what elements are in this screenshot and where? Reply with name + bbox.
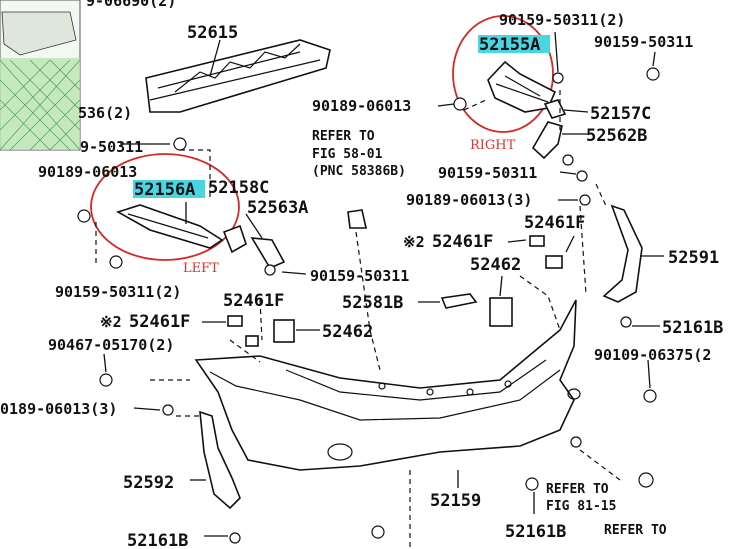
part-highlight-52156A bbox=[133, 180, 205, 198]
thumbnail-inset[interactable] bbox=[0, 0, 81, 151]
part-label-52615[interactable]: 52615 bbox=[187, 23, 238, 43]
pad-52462-left[interactable] bbox=[273, 319, 295, 343]
ref-label-fig-58-01[interactable]: FIG 58-01 bbox=[312, 147, 383, 162]
part-label-52158C[interactable]: 52158C bbox=[208, 178, 269, 198]
part-label-90159-50311-mid2[interactable]: 90159-50311 bbox=[310, 267, 409, 285]
bracket-58386B[interactable] bbox=[347, 209, 367, 229]
part-label-90189-06013-left[interactable]: 90189-06013 bbox=[38, 163, 137, 181]
part-label-0189-06013-3[interactable]: 0189-06013(3) bbox=[0, 400, 117, 418]
part-label-52563A[interactable]: 52563A bbox=[247, 198, 308, 218]
left-highlight-ring bbox=[90, 153, 240, 261]
part-label-52156A[interactable]: 52156A bbox=[134, 180, 195, 200]
side-label-left: LEFT bbox=[183, 261, 219, 276]
fasteners bbox=[77, 67, 660, 544]
part-label-90159-50311-topright[interactable]: 90159-50311 bbox=[594, 33, 693, 51]
part-label-90189-06013-3-top[interactable]: 90189-06013(3) bbox=[406, 191, 532, 209]
pad-52461F-left[interactable] bbox=[227, 315, 243, 327]
part-label-52462-right[interactable]: 52462 bbox=[470, 255, 521, 275]
part-highlight-52155A bbox=[478, 35, 550, 53]
part-label-52461F-left[interactable]: 52461F bbox=[223, 291, 284, 311]
part-label-52461F-mark2[interactable]: 52461F bbox=[432, 232, 493, 252]
right-highlight-ring bbox=[452, 15, 554, 133]
part-label-536-2[interactable]: 536(2) bbox=[78, 104, 132, 122]
clip-52157C-part[interactable] bbox=[543, 99, 567, 119]
part-label-52155A[interactable]: 52155A bbox=[479, 35, 540, 55]
part-label-52591[interactable]: 52591 bbox=[668, 248, 719, 268]
energy-absorber-part[interactable] bbox=[145, 39, 331, 113]
part-label-9-50311-left[interactable]: 9-50311 bbox=[80, 138, 143, 156]
clip-52158C-part[interactable] bbox=[222, 224, 247, 254]
pad-52462-right[interactable] bbox=[489, 297, 513, 327]
part-label-52562B[interactable]: 52562B bbox=[586, 126, 647, 146]
leader-lines bbox=[103, 31, 664, 537]
pad-52461F-left2[interactable] bbox=[245, 335, 259, 347]
side-retainer-left-part[interactable] bbox=[199, 410, 241, 510]
part-label-52161B-bottom[interactable]: 52161B bbox=[505, 522, 566, 542]
part-label-52461F-right[interactable]: 52461F bbox=[524, 213, 585, 233]
note-mark-1: ※2 bbox=[403, 233, 425, 251]
part-label-52159[interactable]: 52159 bbox=[430, 491, 481, 511]
dashed-guides bbox=[95, 90, 621, 549]
part-label-90159-50311-2-top[interactable]: 90159-50311(2) bbox=[499, 11, 625, 29]
part-label-52161B-right[interactable]: 52161B bbox=[662, 318, 723, 338]
pad-52461F-mid[interactable] bbox=[529, 235, 545, 247]
reflector-52581B[interactable] bbox=[440, 293, 478, 309]
part-label-90159-50311-mid[interactable]: 90159-50311 bbox=[438, 164, 537, 182]
pad-52461F-right[interactable] bbox=[545, 255, 563, 269]
ref-label-fig-81-15[interactable]: FIG 81-15 bbox=[546, 499, 616, 514]
ref-label-refer-to-1[interactable]: REFER TO bbox=[312, 129, 375, 144]
right-bracket-part[interactable] bbox=[487, 60, 557, 113]
bumper-cover-part[interactable] bbox=[194, 299, 581, 471]
note-mark-2: ※2 bbox=[100, 313, 122, 331]
part-label-90189-06013-top[interactable]: 90189-06013 bbox=[312, 97, 411, 115]
ref-label-refer-to-2[interactable]: REFER TO bbox=[546, 482, 609, 497]
part-label-52462-left[interactable]: 52462 bbox=[322, 322, 373, 342]
ref-label-pnc-58386B[interactable]: (PNC 58386B) bbox=[312, 164, 406, 179]
part-label-52161B-bottomleft[interactable]: 52161B bbox=[127, 531, 188, 549]
part-label-9-06690-2[interactable]: 9-06690(2) bbox=[86, 0, 176, 10]
bracket-52563A-part[interactable] bbox=[250, 237, 286, 270]
bracket-52562B-part[interactable] bbox=[531, 121, 563, 160]
part-label-90467-05170-2[interactable]: 90467-05170(2) bbox=[48, 336, 174, 354]
side-label-right: RIGHT bbox=[470, 138, 516, 153]
part-label-90109-06375-2[interactable]: 90109-06375(2 bbox=[594, 346, 711, 364]
part-label-52157C[interactable]: 52157C bbox=[590, 104, 651, 124]
side-retainer-right-part[interactable] bbox=[602, 204, 643, 303]
ref-label-refer-to-3[interactable]: REFER TO bbox=[604, 523, 667, 538]
part-label-52461F-left-mark[interactable]: 52461F bbox=[129, 312, 190, 332]
part-label-52581B[interactable]: 52581B bbox=[342, 293, 403, 313]
left-bracket-part[interactable] bbox=[116, 204, 224, 249]
part-label-90159-50311-2-left[interactable]: 90159-50311(2) bbox=[55, 283, 181, 301]
part-label-52592[interactable]: 52592 bbox=[123, 473, 174, 493]
